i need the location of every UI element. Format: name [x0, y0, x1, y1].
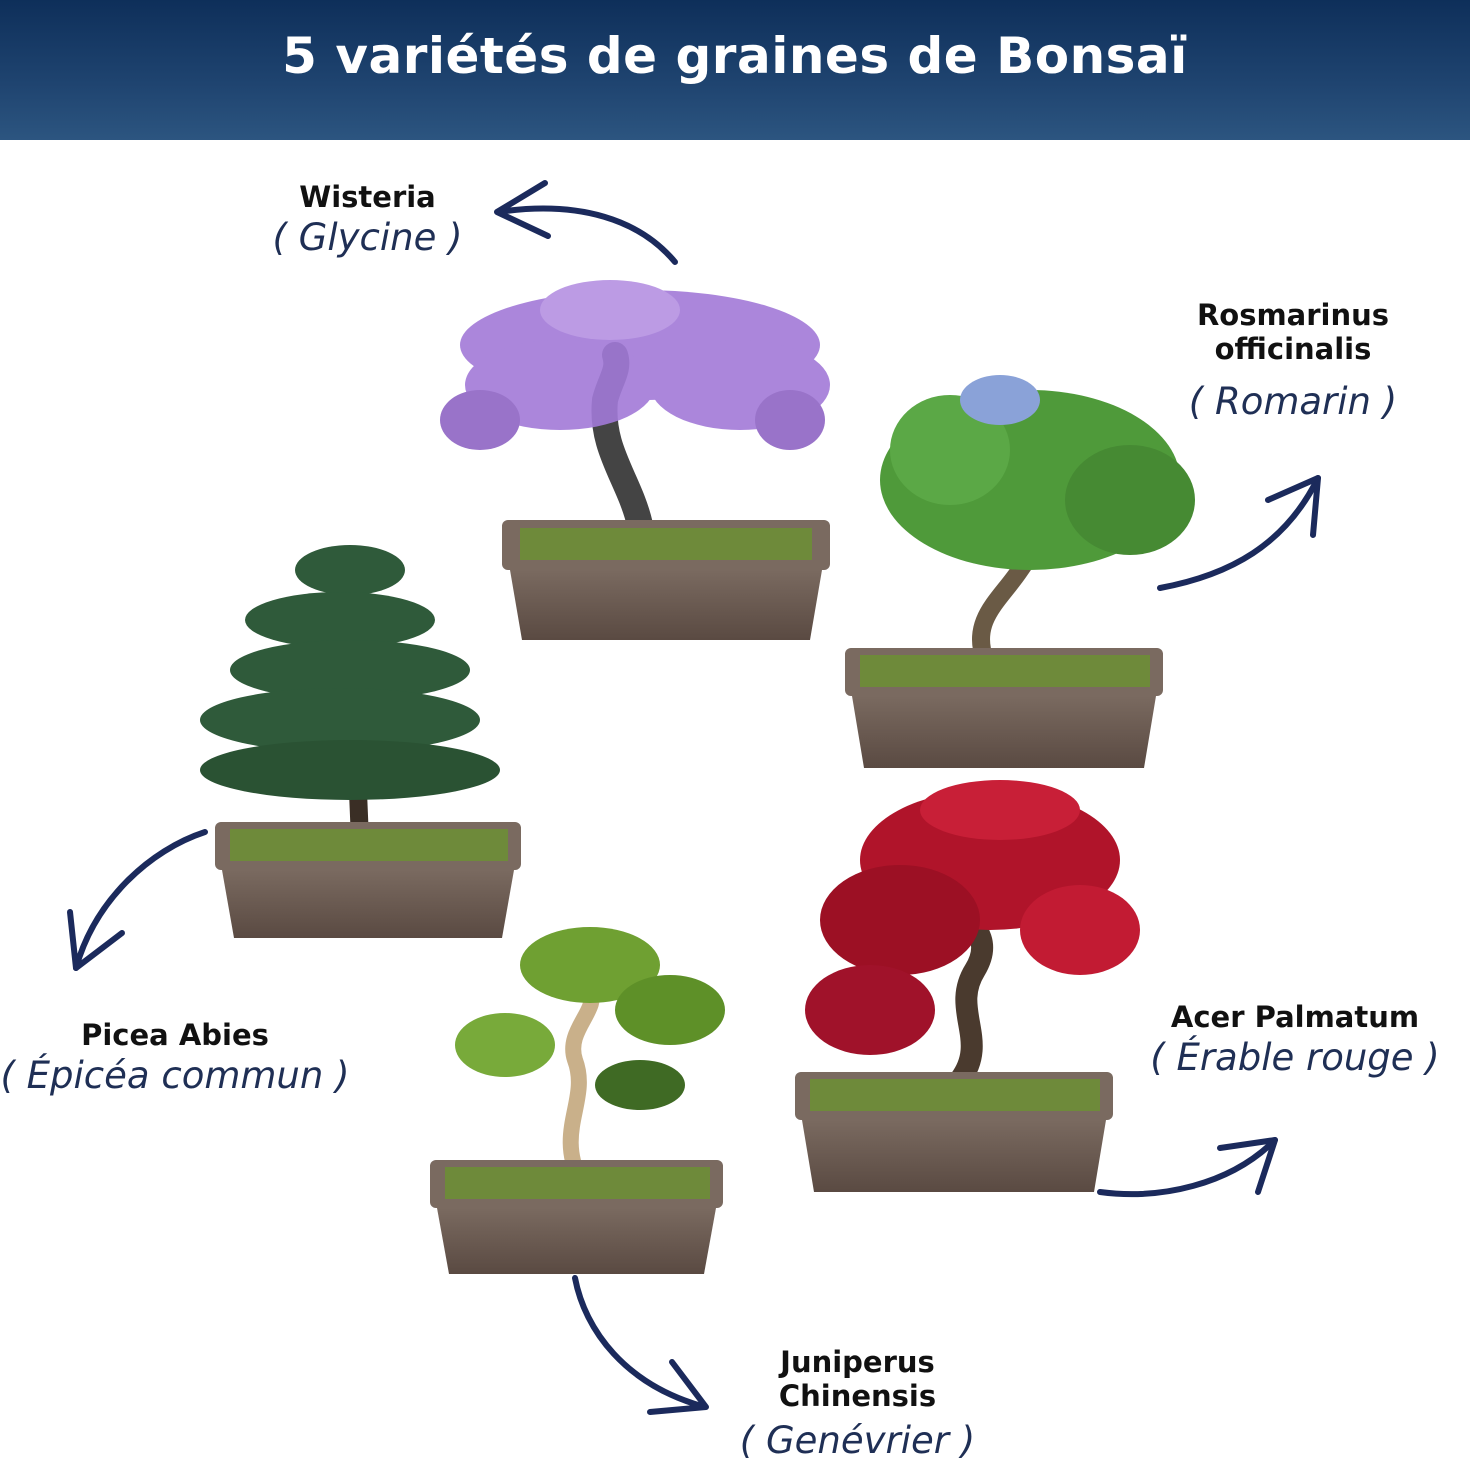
wisteria-foliage	[440, 280, 830, 450]
common-name: ( Romarin )	[1188, 380, 1398, 423]
pot	[845, 648, 1163, 768]
page-title: 5 variétés de graines de Bonsaï	[282, 27, 1188, 85]
pot	[795, 1072, 1113, 1192]
arrow-to-rosemary	[1157, 475, 1321, 591]
pot	[502, 520, 830, 640]
latin-name: Wisteria	[299, 180, 436, 214]
latin-name: Juniperus Chinensis	[778, 1345, 937, 1413]
common-name: ( Épicéa commun )	[0, 1054, 350, 1097]
spruce-bonsai	[200, 545, 521, 938]
latin-name: Picea Abies	[81, 1018, 269, 1052]
label-spruce: Picea Abies ( Épicéa commun )	[0, 1018, 350, 1097]
juniper-bonsai	[430, 927, 725, 1274]
juniper-foliage	[455, 927, 725, 1110]
maple-foliage	[805, 780, 1140, 1055]
rosemary-foliage	[880, 375, 1195, 570]
label-juniper: Juniperus Chinensis ( Genévrier )	[700, 1345, 1015, 1462]
common-name: ( Érable rouge )	[1150, 1036, 1440, 1079]
arrow-to-juniper	[572, 1275, 709, 1415]
spruce-foliage	[200, 545, 500, 800]
common-name: ( Genévrier )	[739, 1419, 976, 1462]
label-wisteria: Wisteria ( Glycine )	[260, 180, 475, 259]
latin-name: Rosmarinus officinalis	[1196, 298, 1390, 366]
pot	[215, 822, 521, 938]
wisteria-bonsai	[440, 280, 830, 640]
arrow-to-wisteria	[494, 180, 678, 265]
label-rosemary: Rosmarinus officinalis ( Romarin )	[1118, 298, 1468, 423]
latin-name: Acer Palmatum	[1170, 1000, 1420, 1034]
pot	[430, 1160, 723, 1274]
common-name: ( Glycine )	[272, 216, 463, 259]
rosemary-bonsai	[845, 375, 1195, 768]
maple-bonsai	[795, 780, 1140, 1192]
label-maple: Acer Palmatum ( Érable rouge )	[1145, 1000, 1445, 1079]
header-banner: 5 variétés de graines de Bonsaï	[0, 0, 1470, 140]
arrow-to-maple	[1097, 1137, 1278, 1197]
arrow-to-spruce	[67, 829, 208, 971]
